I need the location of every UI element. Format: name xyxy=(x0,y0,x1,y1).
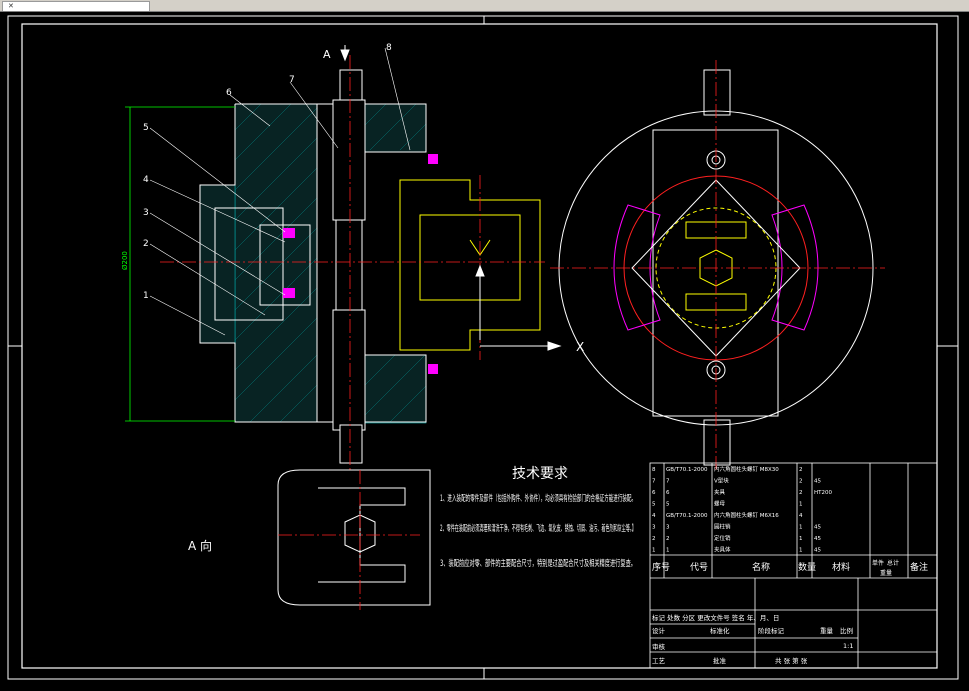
bom-cell: 2 xyxy=(799,467,803,473)
bom-cell: 3 xyxy=(652,525,656,531)
bom-header: 数量 xyxy=(798,561,816,573)
review-label: 审核 xyxy=(652,642,666,651)
balloon-2: 2 xyxy=(143,239,149,249)
balloon-3: 3 xyxy=(143,208,149,218)
view-label: A 向 xyxy=(188,538,212,553)
tech-item-1: 1、进入装配的零件及部件（包括外购件、外协件），均必须具有检验部门的合格证方能进… xyxy=(440,493,636,504)
balloon-5: 5 xyxy=(143,123,149,133)
bom-header: 材料 xyxy=(832,561,850,573)
bom-cell: 夹具体 xyxy=(714,546,731,554)
bom-cell: 定位销 xyxy=(714,534,731,542)
bom-header: 备注 xyxy=(910,561,928,573)
bom-cell: 1 xyxy=(799,548,803,554)
drawing-frame xyxy=(7,15,959,680)
balloon-1: 1 xyxy=(143,291,149,301)
close-icon[interactable]: ✕ xyxy=(8,2,14,10)
balloon-4: 4 xyxy=(143,175,149,185)
window-tab-bar: ✕ xyxy=(0,0,969,12)
process-label: 工艺 xyxy=(652,657,666,665)
bom-cell: 5 xyxy=(666,502,670,508)
design-label: 设计 xyxy=(652,626,666,635)
bom-cell: 6 xyxy=(652,490,656,496)
weight-label: 重量 xyxy=(820,627,834,635)
title-texts: 标记 处数 分区 更改文件号 签名 年、月、日 设计 标准化 审核 工艺 批准 … xyxy=(652,613,853,665)
tech-item-2: 2、零件在装配前必须清理和清洗干净，不得有毛刺、飞边、氧化皮、锈蚀、切屑、油污、… xyxy=(440,523,636,534)
bom-cell: 5 xyxy=(652,502,656,508)
cad-canvas[interactable]: Ø200 X A 1 2 3 4 5 6 xyxy=(0,12,969,687)
standard-label: 标准化 xyxy=(710,626,730,635)
bom-cell: 1 xyxy=(799,536,803,542)
bom-header: 单件 xyxy=(872,559,884,567)
bom-cell: 圆柱销 xyxy=(714,523,731,531)
bom-cell: 内六角圆柱头螺钉 M8X30 xyxy=(714,465,779,473)
bom-cell: 螺母 xyxy=(714,500,726,508)
section-label: A xyxy=(323,48,331,61)
bom-cell: 45 xyxy=(814,525,821,531)
bom-headers: 序号 代号 名称 数量 材料 单件总计 备注重量 xyxy=(652,559,928,577)
bom-cell: 45 xyxy=(814,479,821,485)
bom-cell: 4 xyxy=(652,513,656,519)
bom-cell: 2 xyxy=(799,490,803,496)
title-block xyxy=(649,462,938,669)
balloon-6: 6 xyxy=(226,88,232,98)
approve-label: 批准 xyxy=(713,656,727,665)
bom-cell: 1 xyxy=(652,548,656,554)
bom-cell: GB/T70.1-2000 xyxy=(666,513,708,519)
bom-cell: 4 xyxy=(799,513,803,519)
bom-cell: V型块 xyxy=(714,477,729,485)
bom-weight: 重量 xyxy=(880,569,892,577)
bom-cell: 6 xyxy=(666,490,670,496)
dimension-text: Ø200 xyxy=(121,251,129,270)
bom-cell: 45 xyxy=(814,536,821,542)
bom-header: 代号 xyxy=(690,562,708,573)
document-tab[interactable]: ✕ xyxy=(2,1,150,11)
bom-cell: 2 xyxy=(652,536,656,542)
bom-cell: 内六角圆柱头螺钉 M6X16 xyxy=(714,511,779,519)
bom-cell: 7 xyxy=(652,479,656,485)
bom-cell: 3 xyxy=(666,525,670,531)
bom-cell: 2 xyxy=(799,479,803,485)
balloon-8: 8 xyxy=(386,43,392,53)
scale-value: 1:1 xyxy=(843,642,853,650)
tech-title: 技术要求 xyxy=(512,466,568,482)
scale-label: 比例 xyxy=(840,626,853,635)
stage-mark: 阶段标记 xyxy=(758,626,785,635)
bom-cell: GB/T70.1-2000 xyxy=(666,467,708,473)
bom-header: 序号 xyxy=(652,561,670,573)
bom-cell: 8 xyxy=(652,467,656,473)
balloon-7: 7 xyxy=(289,75,295,85)
tech-requirements: 技术要求 1、进入装配的零件及部件（包括外购件、外协件），均必须具有检验部门的合… xyxy=(440,466,636,569)
front-view xyxy=(550,60,885,470)
bom-cell: 7 xyxy=(666,479,670,485)
bom-cell: 1 xyxy=(799,502,803,508)
rev-headers: 标记 处数 分区 更改文件号 签名 年、月、日 xyxy=(652,613,779,622)
bom-cell: 45 xyxy=(814,548,821,554)
bom-cell: 夹具 xyxy=(714,488,726,496)
tech-item-3: 3、装配前应对零、部件的主要配合尺寸，特别是过盈配合尺寸及相关精度进行复查。 xyxy=(440,558,636,569)
bom-cell: 1 xyxy=(799,525,803,531)
bom-cell: 1 xyxy=(666,548,670,554)
section-view: Ø200 X A 1 2 3 4 5 6 xyxy=(121,43,584,470)
bom-header: 名称 xyxy=(752,561,770,573)
a-view: A 向 xyxy=(188,469,431,610)
sheets-text: 共 张 第 张 xyxy=(775,656,808,665)
bom-header: 总计 xyxy=(887,559,899,567)
bom-cell: HT200 xyxy=(814,490,832,496)
bom-cell: 2 xyxy=(666,536,670,542)
